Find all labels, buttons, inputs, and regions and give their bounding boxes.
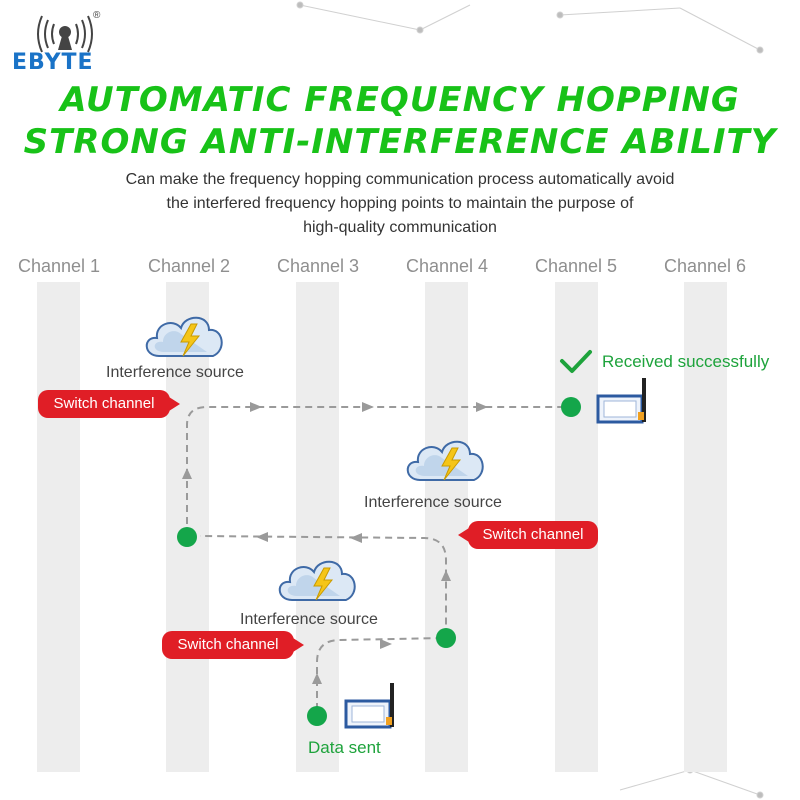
- registered-mark: ®: [93, 10, 101, 21]
- subtitle-line-2: the interfered frequency hopping points …: [166, 195, 634, 212]
- radio-module-icon: [596, 376, 646, 424]
- arrow-up-icon: [441, 570, 451, 581]
- brand-logo-text: EBYTE: [12, 50, 94, 75]
- lightning-cloud-icon: [406, 440, 484, 481]
- channel-label-1: Channel 1: [17, 256, 101, 276]
- channel-lane-4: [425, 282, 468, 772]
- arrow-right-icon: [476, 402, 488, 412]
- data-sent-label: Data sent: [308, 738, 381, 757]
- headline-line-2: STRONG ANTI-INTERFERENCE ABILITY: [23, 122, 777, 162]
- channel-label-4: Channel 4: [405, 256, 489, 276]
- node-channel-2: [177, 527, 197, 547]
- hop-path: [186, 406, 570, 710]
- subtitle-line-1: Can make the frequency hopping communica…: [125, 171, 675, 188]
- interference-label-1: Interference source: [106, 364, 244, 381]
- arrow-right-icon: [250, 402, 262, 412]
- arrow-up-icon: [182, 468, 192, 479]
- switch-channel-badge-3: Switch channel: [162, 631, 304, 659]
- signal-tower-icon: [37, 15, 93, 53]
- interference-label-3: Interference source: [240, 611, 378, 628]
- switch-channel-badge-1: Switch channel: [38, 390, 180, 418]
- arrow-up-icon: [312, 673, 322, 684]
- arrow-right-icon: [380, 639, 392, 649]
- radio-module-icon: [344, 681, 394, 729]
- channel-label-5: Channel 5: [534, 256, 618, 276]
- channel-label-2: Channel 2: [147, 256, 231, 276]
- channel-lanes: [37, 282, 727, 772]
- path-arrows: [182, 402, 488, 684]
- channel-lane-3: [296, 282, 339, 772]
- node-channel-3: [307, 706, 327, 726]
- arrow-left-icon: [350, 533, 362, 543]
- node-channel-4: [436, 628, 456, 648]
- lightning-cloud-icon: [278, 560, 356, 601]
- lightning-cloud-icon: [145, 316, 223, 357]
- node-channel-5: [561, 397, 581, 417]
- background-dots: [296, 1, 764, 799]
- arrow-right-icon: [362, 402, 374, 412]
- subtitle-line-3: high-quality communication: [303, 219, 497, 236]
- channel-lane-6: [684, 282, 727, 772]
- subtitle: Can make the frequency hopping communica…: [40, 168, 760, 240]
- headline-line-1: AUTOMATIC FREQUENCY HOPPING: [60, 80, 740, 120]
- channel-label-6: Channel 6: [663, 256, 747, 276]
- channel-lane-2: [166, 282, 209, 772]
- switch-channel-badge-2: Switch channel: [458, 521, 598, 549]
- channel-lane-1: [37, 282, 80, 772]
- received-successfully-label: Received successfully: [602, 352, 770, 371]
- arrow-left-icon: [256, 532, 268, 542]
- interference-label-2: Interference source: [364, 494, 502, 511]
- check-icon: [560, 350, 592, 373]
- channel-label-3: Channel 3: [276, 256, 360, 276]
- hop-nodes: [177, 397, 581, 726]
